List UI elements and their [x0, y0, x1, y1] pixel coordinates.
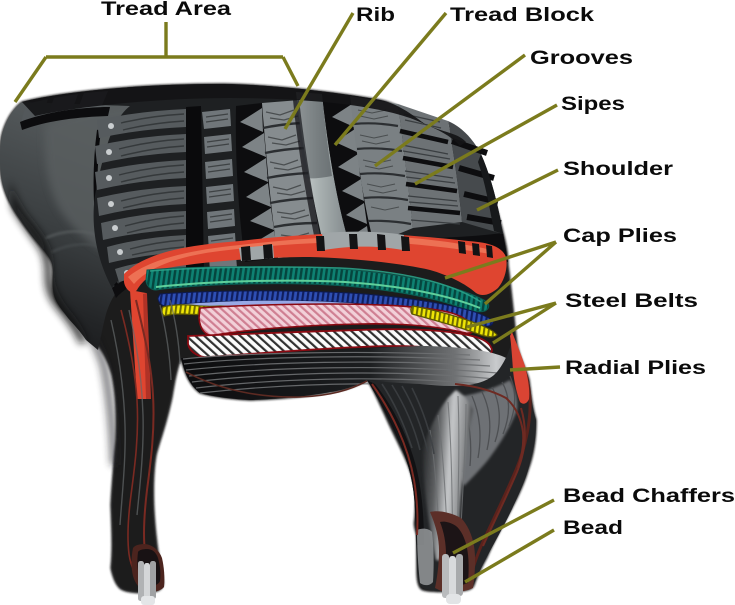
- svg-text:Radial Plies: Radial Plies: [565, 358, 706, 379]
- svg-text:Grooves: Grooves: [530, 48, 633, 69]
- svg-text:Shoulder: Shoulder: [563, 159, 674, 180]
- svg-text:Bead Chaffers: Bead Chaffers: [563, 486, 735, 507]
- svg-text:Steel Belts: Steel Belts: [565, 291, 698, 312]
- svg-text:Sipes: Sipes: [561, 94, 625, 115]
- svg-text:Tread Block: Tread Block: [450, 5, 595, 26]
- svg-text:Rib: Rib: [356, 5, 395, 26]
- svg-text:Bead: Bead: [563, 518, 623, 539]
- svg-text:Tread Area: Tread Area: [101, 0, 232, 20]
- svg-text:Cap Plies: Cap Plies: [563, 226, 677, 247]
